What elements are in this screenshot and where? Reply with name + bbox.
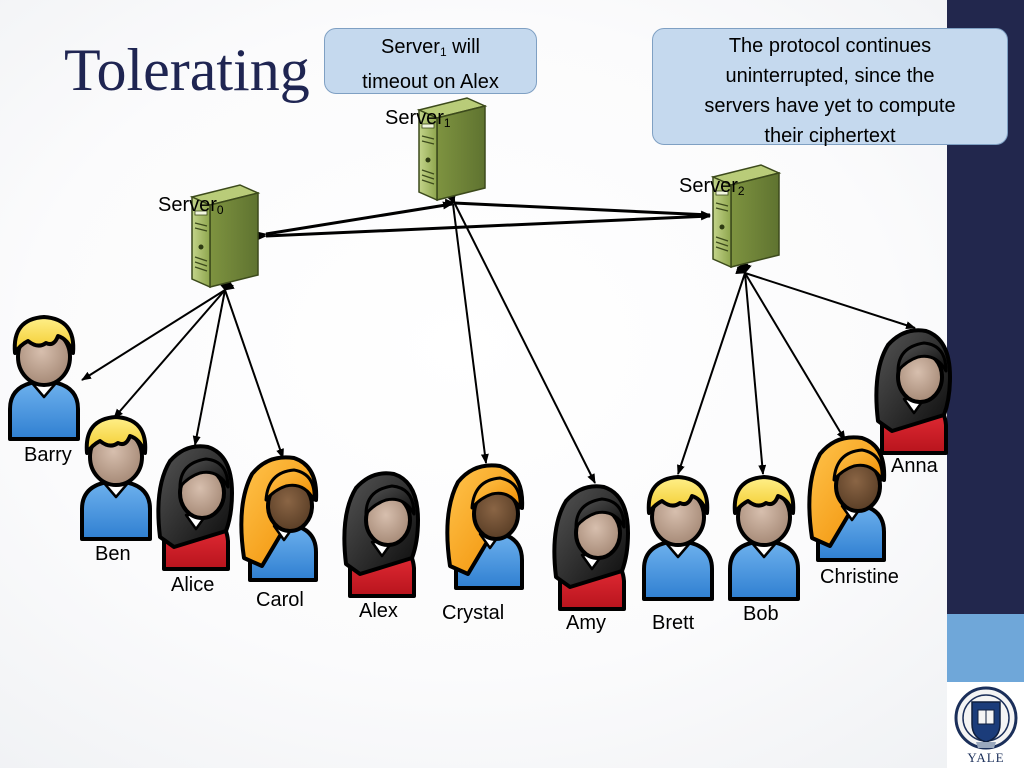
client-label-christine: Christine <box>820 566 899 588</box>
link-server0-carol <box>218 280 284 459</box>
protocol-callout: The protocol continues uninterrupted, si… <box>652 28 1008 147</box>
link-server0-alice <box>192 280 231 446</box>
server2-label: Server2 <box>679 175 745 198</box>
person-ben-icon <box>80 415 152 541</box>
client-label-carol: Carol <box>256 589 304 611</box>
client-label-crystal: Crystal <box>442 602 505 624</box>
server-links <box>256 198 711 241</box>
person-carol-icon <box>241 457 316 580</box>
client-links <box>81 194 916 484</box>
link-server2-brett <box>677 263 752 475</box>
person-alice-icon <box>156 444 234 571</box>
link-server2-bob <box>740 263 767 475</box>
client-label-anna: Anna <box>891 455 938 477</box>
link-server1-server2 <box>444 198 711 219</box>
timeout-callout: Server1 will timeout on Alex <box>324 28 537 94</box>
svg-text:YALE: YALE <box>967 750 1004 764</box>
server1-label: Server1 <box>385 107 451 130</box>
link-server0-server2 <box>256 212 711 241</box>
sidebar-accent-band <box>947 614 1024 682</box>
link-server1-crystal <box>447 194 489 464</box>
person-anna-icon <box>874 328 952 455</box>
link-server1-amy <box>447 194 596 484</box>
person-barry-icon <box>8 315 80 441</box>
person-bob-icon <box>728 475 800 601</box>
link-server0-ben <box>113 280 234 419</box>
yale-seal-logo: YALE <box>954 686 1018 764</box>
link-server2-christine <box>736 263 846 441</box>
link-server2-anna <box>735 266 916 330</box>
client-label-bob: Bob <box>743 603 779 625</box>
client-label-barry: Barry <box>24 444 72 466</box>
client-label-alice: Alice <box>171 574 215 596</box>
client-label-brett: Brett <box>652 612 695 634</box>
person-alex-icon <box>344 473 418 596</box>
person-crystal-icon <box>447 465 522 588</box>
person-brett-icon <box>642 475 714 601</box>
person-christine-icon <box>809 437 884 560</box>
client-label-ben: Ben <box>95 543 131 565</box>
server0-label: Server0 <box>158 194 224 217</box>
client-label-amy: Amy <box>566 612 606 634</box>
link-server0-barry <box>81 281 235 381</box>
person-amy-icon <box>554 486 628 609</box>
client-label-alex: Alex <box>359 600 398 622</box>
